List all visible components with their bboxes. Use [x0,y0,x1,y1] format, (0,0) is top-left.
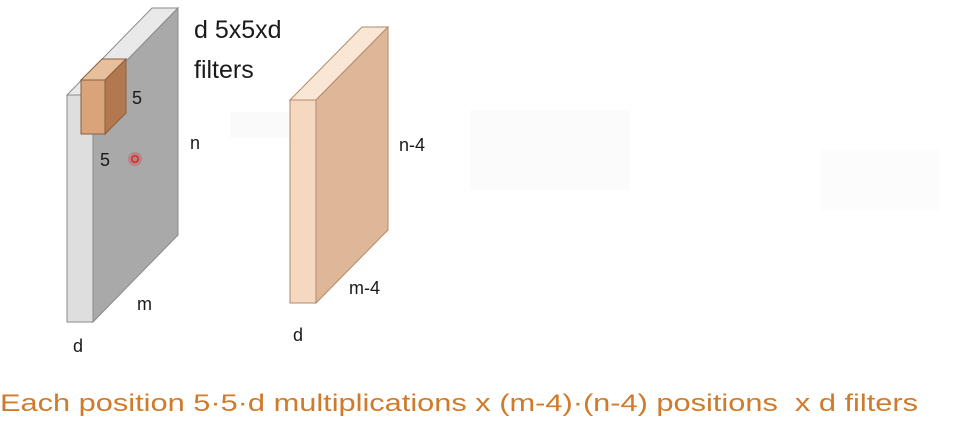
input-volume [65,6,180,324]
output-volume-side-face [289,99,317,304]
input-width-label: m [137,294,152,314]
output-depth-label: d [293,325,303,345]
filter-size-label-bottom: 5 [100,150,110,170]
filters-label-line1: d 5x5xd [194,16,282,44]
background-ghosting [230,110,940,210]
input-depth-label: d [73,336,83,356]
caption: Each position 5·5·d multiplications x (m… [0,390,918,417]
output-volume-front-face [315,25,389,305]
filter-patch-front-face [104,57,127,136]
output-width-label: m-4 [349,278,380,298]
filters-label-line2: filters [194,56,254,84]
filter-size-label-right: 5 [132,88,142,108]
output-height-label: n-4 [399,135,425,155]
input-height-label: n [190,133,200,153]
filter-patch [79,57,128,136]
pointer-dot [128,152,142,166]
filter-patch-side-face [80,79,106,135]
output-volume [288,25,390,305]
